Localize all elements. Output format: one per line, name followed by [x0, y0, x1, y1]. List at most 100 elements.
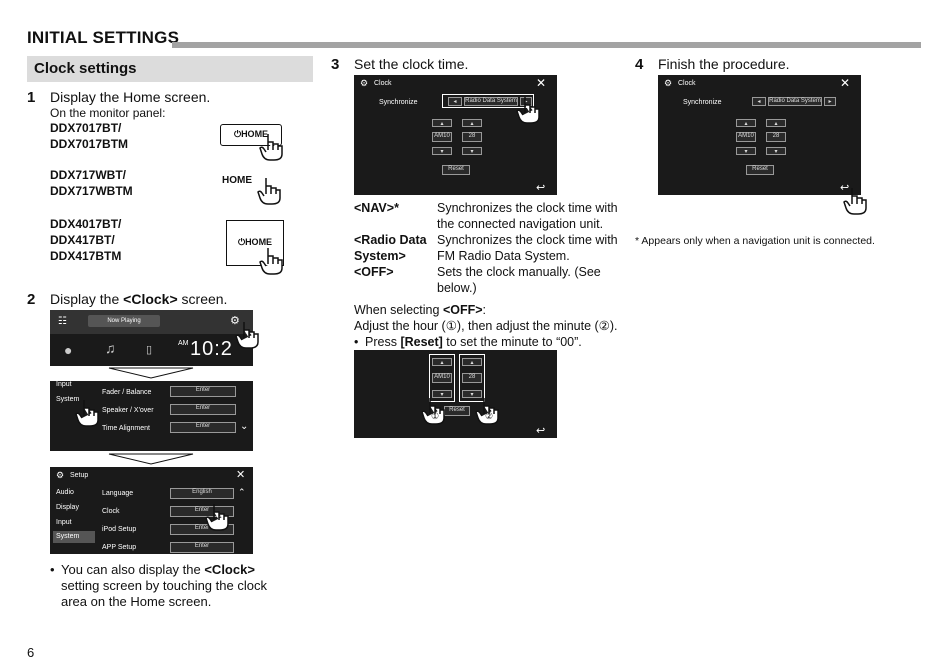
row-clock: Clock	[102, 508, 120, 515]
row-language: Language	[102, 490, 134, 497]
hand-pointer-icon	[75, 400, 99, 427]
back-arrow-icon[interactable]: ↩	[840, 182, 850, 194]
step-1-number: 1	[27, 89, 36, 106]
phone-icon[interactable]: ▯	[146, 344, 153, 356]
step-1-sub: On the monitor panel:	[50, 106, 166, 120]
minute-down-button[interactable]: ▾	[462, 390, 482, 398]
model-group-b: DDX717WBT/ DDX717WBTM	[50, 168, 133, 198]
header-rule	[172, 42, 921, 48]
hand-pointer-icon	[235, 322, 259, 349]
sync-prev-button[interactable]: ◂	[448, 97, 462, 106]
minute-up-button[interactable]: ▴	[462, 119, 482, 127]
minute-value: 28	[462, 132, 482, 142]
hand-pointer-icon	[259, 248, 283, 275]
hour-down-button[interactable]: ▾	[432, 390, 452, 398]
step-2-number: 2	[27, 291, 36, 308]
sync-prev-button[interactable]: ◂	[752, 97, 766, 106]
enter-button[interactable]: Enter	[170, 386, 236, 397]
enter-button[interactable]: Enter	[170, 404, 236, 415]
hour-up-button[interactable]: ▴	[432, 119, 452, 127]
step-4-title: Finish the procedure.	[658, 56, 790, 72]
side-item-audio[interactable]: Audio	[56, 489, 74, 496]
clock-ampm: AM	[178, 340, 189, 347]
def-term-rds: <Radio Data System>	[354, 233, 427, 263]
close-icon[interactable]: ✕	[840, 76, 851, 90]
when-selecting-off: When selecting <OFF>:	[354, 303, 487, 317]
hour-down-button[interactable]: ▾	[432, 147, 452, 155]
clock-time[interactable]: 10:2	[190, 338, 233, 360]
home-button-a: ⏻HOME	[220, 124, 282, 146]
reset-button[interactable]: Reset	[442, 165, 470, 175]
marker-2: ②	[485, 411, 494, 421]
clock-screen-title: Clock	[374, 80, 392, 87]
hour-value: AM10	[432, 132, 452, 142]
sync-next-button[interactable]: ▸	[824, 97, 836, 106]
side-item-input[interactable]: Input	[56, 519, 72, 526]
sync-value: Radio Data System	[464, 97, 518, 106]
hand-pointer-icon	[259, 134, 283, 161]
gear-icon: ⚙	[360, 78, 369, 88]
gear-icon[interactable]: ⚙	[230, 315, 240, 327]
spotify-icon[interactable]: ●	[64, 342, 73, 358]
chevron-up-icon[interactable]: ⌃	[238, 487, 246, 497]
setup-title: Setup	[70, 472, 89, 479]
bullet: •	[354, 335, 359, 349]
model-group-a: DDX7017BT/ DDX7017BTM	[50, 121, 129, 151]
close-icon[interactable]: ✕	[536, 76, 547, 90]
app-enter-button[interactable]: Enter	[170, 542, 234, 553]
sync-value: Radio Data System	[768, 97, 822, 106]
hour-up-button[interactable]: ▴	[736, 119, 756, 127]
bullet: •	[50, 562, 55, 577]
side-item-input[interactable]: Input	[56, 381, 72, 388]
side-item-system[interactable]: System	[56, 396, 80, 403]
menu-icon[interactable]: ☷	[58, 316, 67, 327]
clock-enter-button[interactable]: Enter	[170, 506, 234, 517]
reset-instruction: Press [Reset] to set the minute to “00”.	[365, 335, 582, 349]
footnote: * Appears only when a navigation unit is…	[635, 235, 875, 247]
step-4-number: 4	[635, 56, 644, 73]
step-3-title: Set the clock time.	[354, 56, 469, 72]
enter-button[interactable]: Enter	[170, 422, 236, 433]
arrow-down-icon	[108, 453, 194, 465]
ipod-enter-button[interactable]: Enter	[170, 524, 234, 535]
back-arrow-icon[interactable]: ↩	[536, 182, 546, 194]
hour-value: AM10	[736, 132, 756, 142]
def-desc-nav: Synchronizes the clock time with the con…	[437, 201, 618, 231]
clock-screen-step4: ⚙ Clock ✕ Synchronize ◂ Radio Data Syste…	[658, 75, 861, 195]
section-title: INITIAL SETTINGS	[27, 28, 180, 47]
minute-value: 28	[462, 373, 482, 383]
model-group-c: DDX4017BT/ DDX417BT/ DDX417BTM	[50, 217, 122, 263]
step-3-number: 3	[331, 56, 340, 73]
now-playing-tab[interactable]: Now Playing	[88, 315, 160, 327]
arrow-down-icon	[108, 367, 194, 379]
hour-down-button[interactable]: ▾	[736, 147, 756, 155]
close-icon[interactable]: ✕	[236, 469, 246, 481]
clock-screen-step3: ⚙ Clock ✕ Synchronize ◂ Radio Data Syste…	[354, 75, 557, 195]
minute-up-button[interactable]: ▴	[462, 358, 482, 366]
hour-up-button[interactable]: ▴	[432, 358, 452, 366]
minute-down-button[interactable]: ▾	[766, 147, 786, 155]
hour-value: AM10	[432, 373, 452, 383]
def-desc-rds: Synchronizes the clock time with FM Radi…	[437, 233, 618, 263]
back-arrow-icon[interactable]: ↩	[536, 425, 546, 437]
step-2-title: Display the <Clock> screen.	[50, 291, 228, 307]
side-item-system[interactable]: System	[53, 531, 95, 543]
language-value[interactable]: English	[170, 488, 234, 499]
minute-down-button[interactable]: ▾	[462, 147, 482, 155]
def-term-nav: <NAV>*	[354, 201, 399, 215]
step-1-title: Display the Home screen.	[50, 89, 211, 105]
row-time-alignment: Time Alignment	[102, 425, 150, 432]
side-item-display[interactable]: Display	[56, 504, 79, 511]
minute-value: 28	[766, 132, 786, 142]
row-app-setup: APP Setup	[102, 544, 137, 551]
music-icon[interactable]: ♫	[105, 340, 116, 356]
clock-screen-title: Clock	[678, 80, 696, 87]
setup-screen: ⚙ Setup ✕ Audio Display Input System Lan…	[50, 467, 253, 554]
chevron-down-icon[interactable]: ⌄	[240, 421, 249, 432]
row-fader: Fader / Balance	[102, 389, 152, 396]
step-2-note: You can also display the <Clock> setting…	[61, 562, 267, 609]
gear-icon: ⚙	[664, 78, 673, 88]
marker-1: ①	[431, 411, 440, 421]
minute-up-button[interactable]: ▴	[766, 119, 786, 127]
reset-button[interactable]: Reset	[746, 165, 774, 175]
